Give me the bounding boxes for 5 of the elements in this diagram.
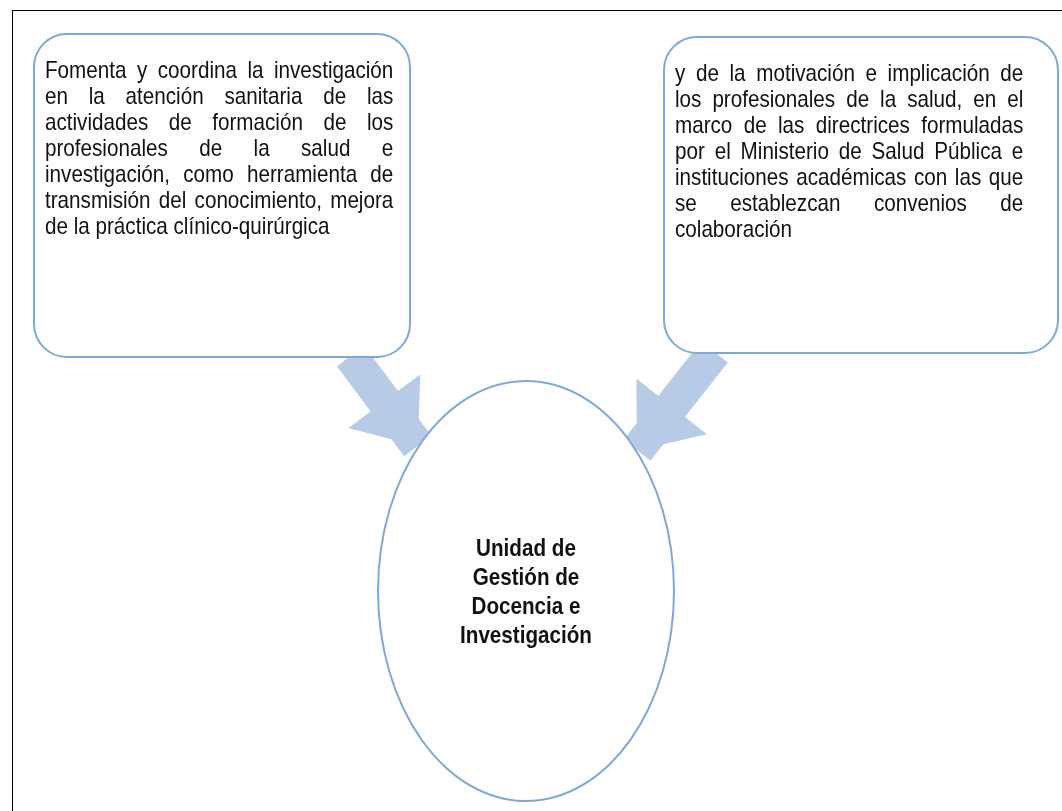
rounded-box — [663, 36, 1059, 354]
rounded-box — [33, 33, 411, 358]
node-text: y de la motivación e implicación de los profesionales de la salud, en el marco de las directrices formuladas por el Ministerio de Salud Pública e instituciones académicas con las que se establezcan convenios de colaboración — [675, 60, 1024, 242]
node-title: Unidad de Gestión de Docencia e Investigación — [459, 533, 593, 649]
node-text: Fomenta y coordina la investigación en la atención sanitaria de las actividades de formación de los profesionales de la salud e investigación, como herramienta de transmisión del conocimiento, mejora de la práctica clínico-quirúrgica — [45, 57, 394, 239]
